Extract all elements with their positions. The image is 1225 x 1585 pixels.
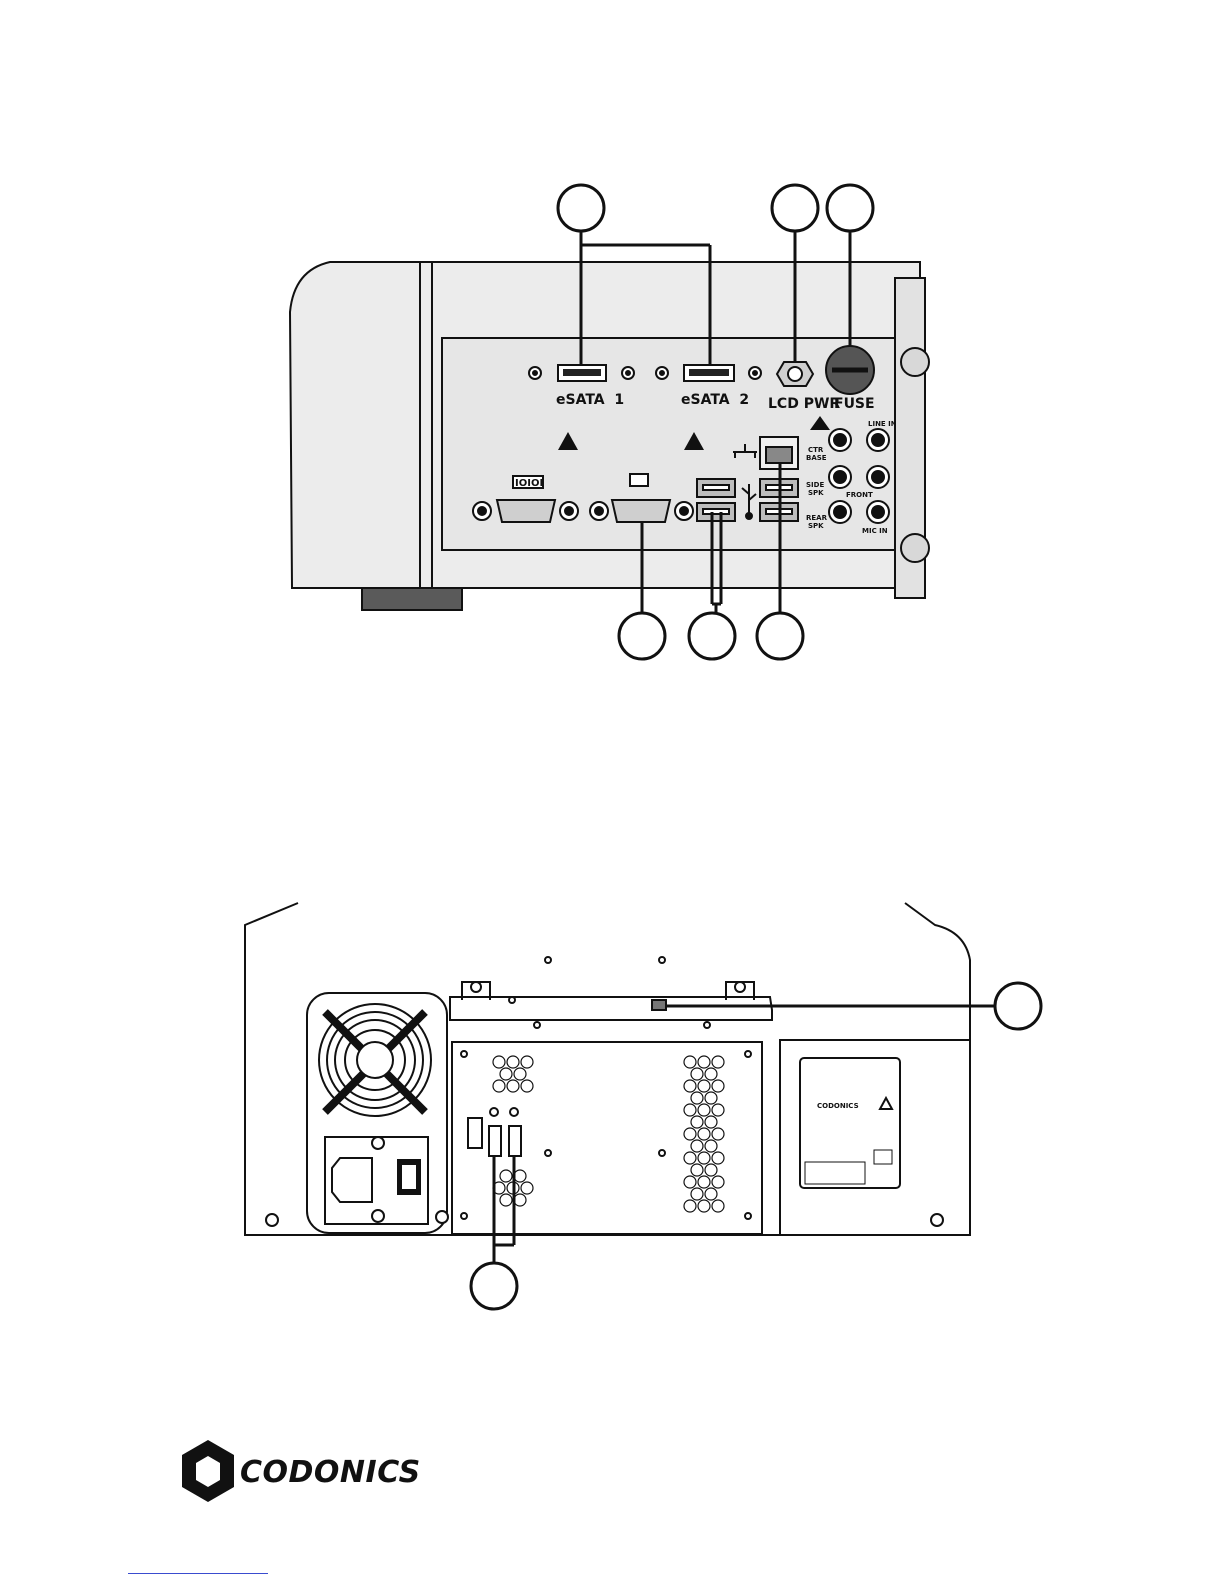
vent-grille-right bbox=[684, 1056, 724, 1212]
rear-spk-label: SPK bbox=[808, 522, 824, 530]
serial-port bbox=[497, 500, 555, 522]
footer-brand: CODONICS bbox=[240, 1455, 421, 1490]
callout-circle bbox=[558, 185, 604, 231]
bottom-rear-view bbox=[245, 903, 1041, 1309]
callout-circle bbox=[757, 613, 803, 659]
base-label: BASE bbox=[806, 454, 827, 462]
power-switch bbox=[401, 1164, 417, 1190]
callout-circle bbox=[995, 983, 1041, 1029]
rear-usb-port-1 bbox=[489, 1126, 501, 1156]
callout-circle bbox=[471, 1263, 517, 1309]
fuse-label: FUSE bbox=[834, 396, 875, 412]
chassis-foot bbox=[362, 588, 462, 610]
esata1-label: eSATA 1 bbox=[556, 392, 624, 408]
serial-label: IOIOI bbox=[515, 478, 543, 489]
lcd-pwr-label: LCD PWR bbox=[768, 396, 840, 412]
codonics-logo-icon bbox=[182, 1440, 234, 1502]
callout-circle bbox=[772, 185, 818, 231]
mic-in-label: MIC IN bbox=[862, 527, 888, 535]
upper-backplate bbox=[450, 997, 772, 1020]
product-label-brand: CODONICS bbox=[817, 1102, 859, 1110]
rear-label: REAR bbox=[806, 514, 828, 522]
callout-circle bbox=[689, 613, 735, 659]
top-connector-panel bbox=[290, 185, 929, 659]
vga-port bbox=[612, 500, 670, 522]
rear-usb-port-2 bbox=[509, 1126, 521, 1156]
side-label: SIDE bbox=[806, 481, 824, 489]
footer-link-underline bbox=[128, 1573, 268, 1574]
ctr-label: CTR bbox=[808, 446, 824, 454]
callout-circle bbox=[827, 185, 873, 231]
line-in-label: LINE IN bbox=[868, 420, 897, 428]
monitor-icon bbox=[630, 474, 648, 486]
esata2-label: eSATA 2 bbox=[681, 392, 749, 408]
power-inlet bbox=[332, 1158, 372, 1202]
callout-circle bbox=[619, 613, 665, 659]
rear-small-port bbox=[652, 1000, 666, 1010]
side-spk-label: SPK bbox=[808, 489, 824, 497]
front-label: FRONT bbox=[846, 491, 873, 499]
